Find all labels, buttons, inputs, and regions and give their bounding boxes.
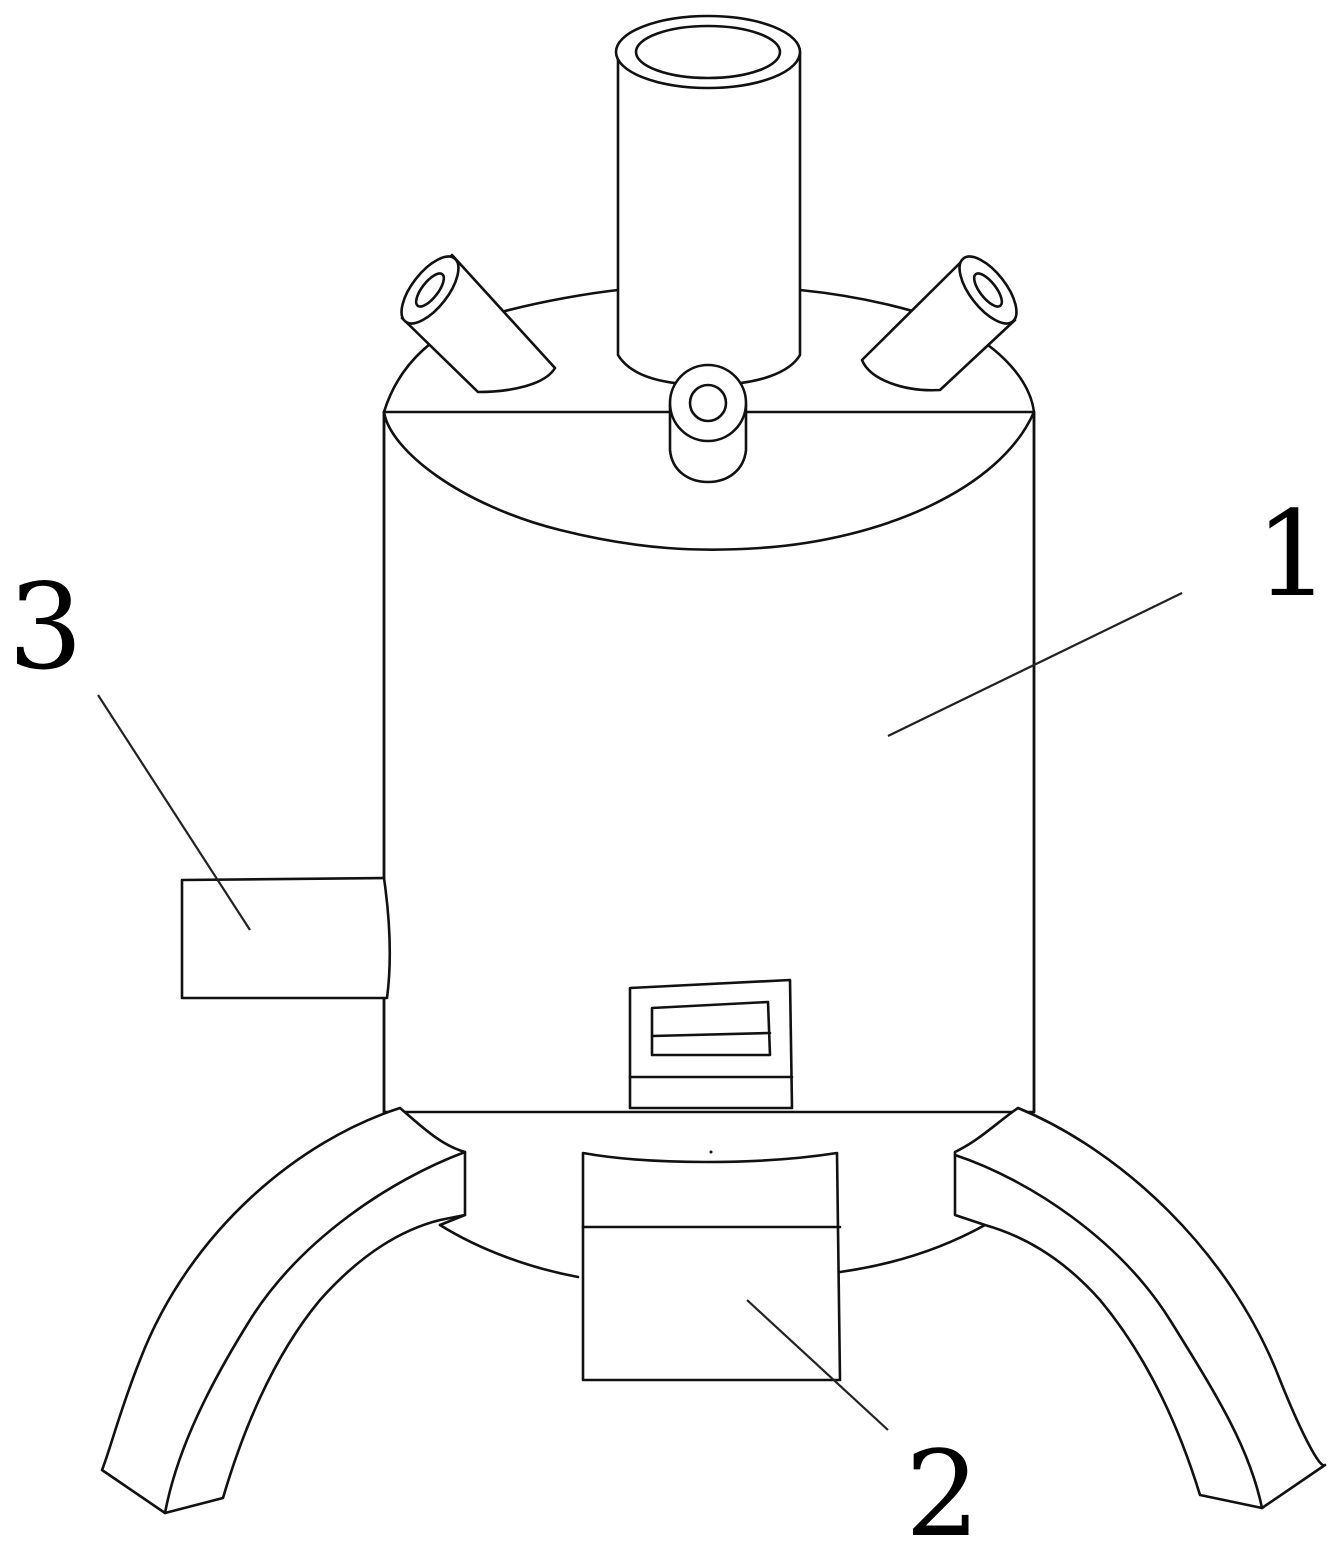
tank-body (382, 288, 1036, 1279)
front-nozzle (668, 363, 748, 484)
leader-line-3 (97, 694, 251, 931)
callout-label-1: 1 (1255, 485, 1330, 623)
leader-line-2 (746, 1299, 889, 1431)
right-leg (953, 1106, 1327, 1510)
left-leg (100, 1106, 467, 1515)
left-angled-nozzle (400, 253, 557, 394)
leader-line-1 (887, 592, 1183, 737)
side-box (180, 876, 392, 1000)
bottom-box (581, 1150, 842, 1382)
control-panel (628, 978, 794, 1110)
callout-label-3: 3 (8, 558, 83, 696)
top-center-pipe (614, 14, 802, 387)
callout-label-2: 2 (905, 1425, 980, 1547)
right-angled-nozzle (860, 255, 1018, 392)
